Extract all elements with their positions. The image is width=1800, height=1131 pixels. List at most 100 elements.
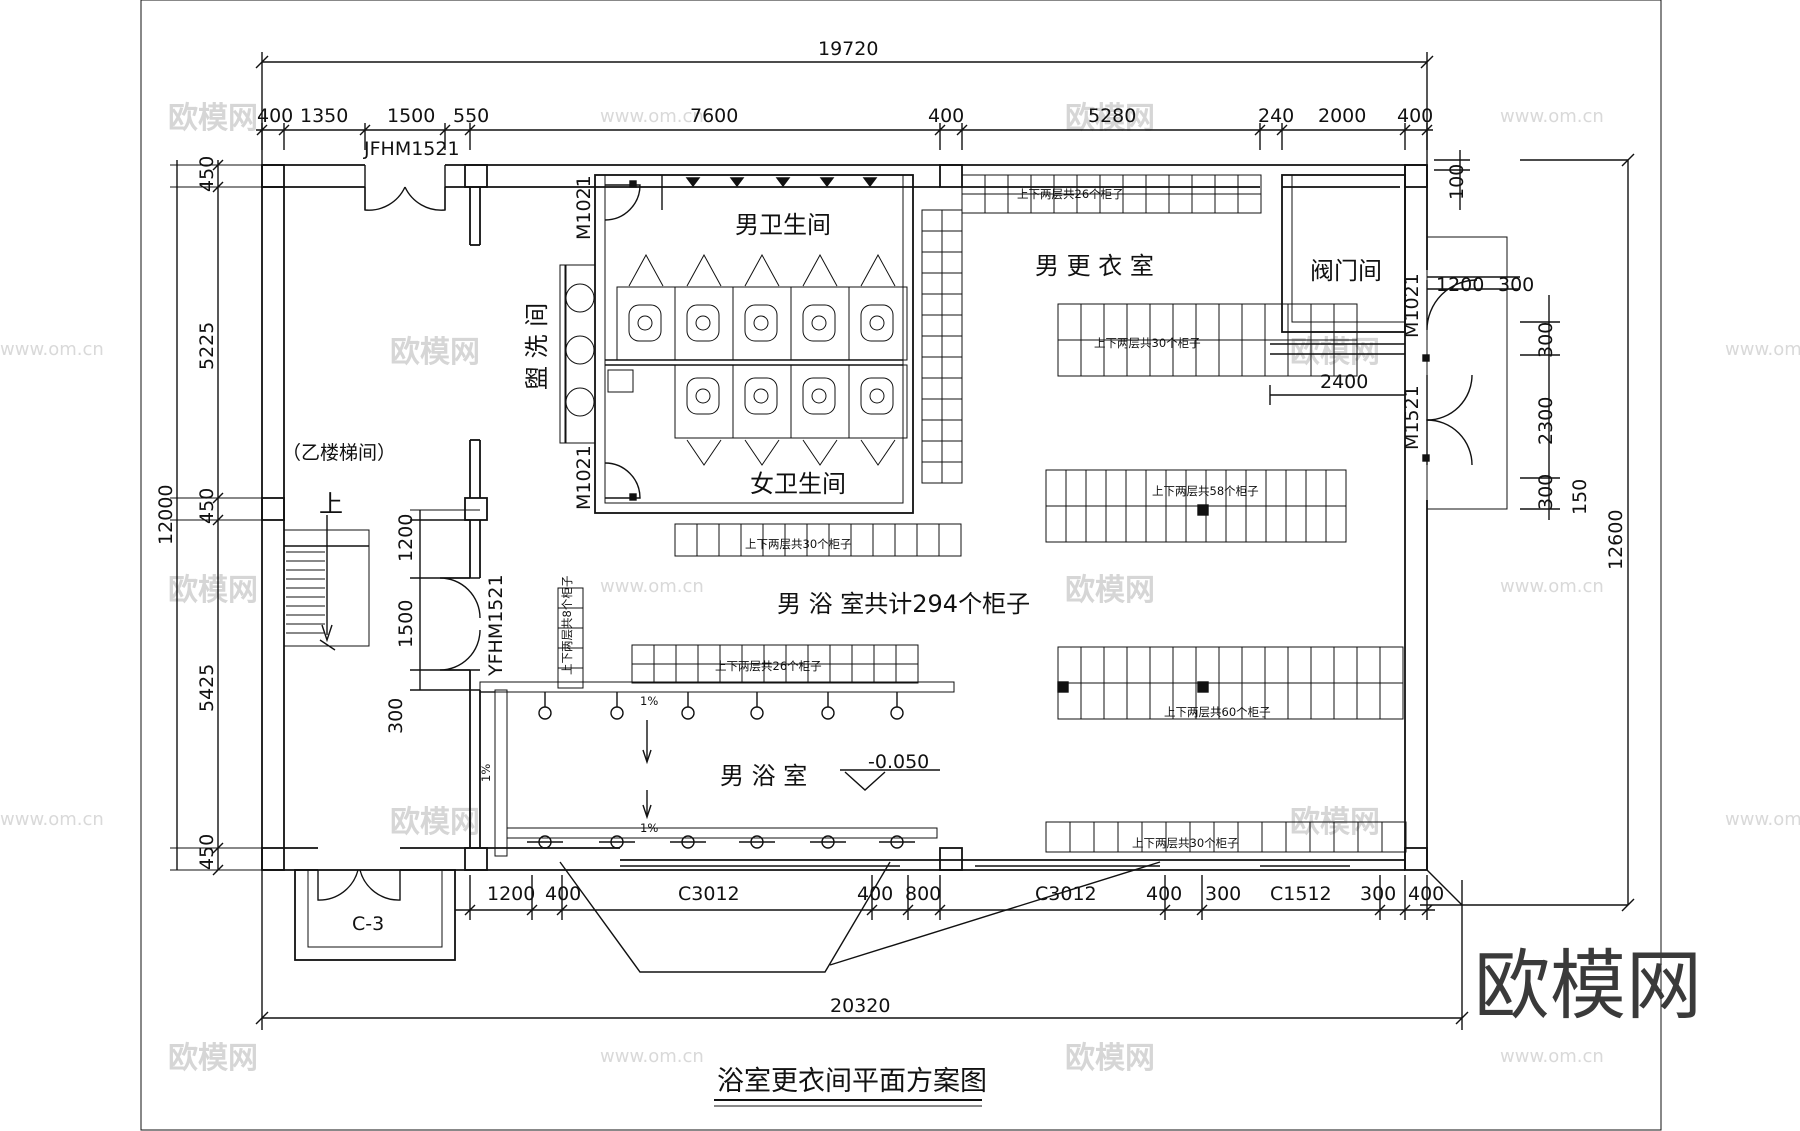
- toilet-icon: [802, 377, 836, 415]
- svg-text:400: 400: [545, 883, 581, 905]
- locker-cell: [1305, 469, 1327, 507]
- svg-text:上下两层共26个柜子: 上下两层共26个柜子: [715, 659, 822, 673]
- svg-text:1200: 1200: [395, 514, 417, 562]
- svg-text:1500: 1500: [395, 600, 417, 648]
- door-label-corridor: YFHM1521: [485, 574, 507, 677]
- stall-door: [686, 253, 722, 287]
- locker-cell: [1214, 193, 1239, 214]
- svg-text:5280: 5280: [1088, 105, 1136, 127]
- toilet-icon: [744, 304, 778, 342]
- svg-text:www.om.cn: www.om.cn: [600, 1046, 704, 1067]
- locker-cell: [1264, 646, 1289, 684]
- locker-marker: [1197, 681, 1209, 693]
- svg-text:www.om.cn: www.om.cn: [1725, 809, 1800, 830]
- locker-cell: [941, 440, 963, 463]
- locker-cell: [1045, 821, 1071, 853]
- locker-cell: [675, 663, 699, 684]
- toilet-block: M1021 M1021 盥 洗 间 男卫生间 女卫生间: [523, 174, 914, 514]
- svg-text:男 更 衣 室: 男 更 衣 室: [1035, 252, 1154, 280]
- locker-cell: [1241, 339, 1266, 377]
- locker-cell: [921, 419, 943, 442]
- door-label-top: JFHM1521: [363, 138, 460, 160]
- urinal-icon: [819, 177, 835, 188]
- locker-cell: [1325, 505, 1347, 543]
- locker-cell: [1085, 505, 1107, 543]
- svg-text:盥 洗 间: 盥 洗 间: [523, 303, 551, 390]
- toilet-bowl: [811, 388, 827, 404]
- svg-text:2000: 2000: [1318, 105, 1366, 127]
- urinal-icon: [775, 177, 791, 188]
- svg-text:400: 400: [857, 883, 893, 905]
- svg-text:上下两层共26个柜子: 上下两层共26个柜子: [1017, 187, 1124, 201]
- locker-cell: [941, 293, 963, 316]
- dimension-tick: [212, 492, 224, 504]
- dimension-tick: [934, 904, 946, 916]
- urinal-icon: [729, 177, 745, 188]
- locker-cell: [1333, 339, 1358, 377]
- svg-text:www.om.cn: www.om.cn: [600, 106, 704, 127]
- locker-cell: [829, 644, 853, 665]
- urinal-icon: [862, 177, 878, 188]
- svg-text:欧模网: 欧模网: [1065, 573, 1155, 608]
- svg-text:300: 300: [1498, 274, 1534, 296]
- stall-door: [860, 253, 896, 287]
- locker-cell: [941, 461, 963, 484]
- locker-cell: [1333, 646, 1358, 684]
- svg-text:1%: 1%: [479, 764, 493, 782]
- locker-cell: [938, 523, 962, 557]
- locker-cell: [1125, 469, 1147, 507]
- shower-head: [538, 706, 552, 720]
- svg-text:www.om.cn: www.om.cn: [1725, 339, 1800, 360]
- dimension-tick: [1159, 904, 1171, 916]
- locker-cell: [1149, 646, 1174, 684]
- svg-text:400: 400: [1408, 883, 1444, 905]
- locker-cell: [872, 523, 896, 557]
- valve-room: 阀门间 M1021 M1521 1200 300 2400: [1269, 174, 1534, 510]
- toilet-icon: [802, 304, 836, 342]
- toilet-bowl: [695, 315, 711, 331]
- svg-text:上下两层共58个柜子: 上下两层共58个柜子: [1152, 484, 1259, 498]
- dimension-tick: [1399, 904, 1411, 916]
- locker-cell: [1165, 505, 1187, 543]
- bottom-dimensions: 20320 1200 400 C3012 400 800 C3012 400 3…: [255, 870, 1469, 1030]
- dimension-tick: [1276, 124, 1288, 136]
- top-dimensions: 19720 400 1350 1500 550 7600 400 5280 24…: [255, 38, 1434, 165]
- locker-cell: [1149, 303, 1174, 341]
- locker-cell: [1105, 505, 1127, 543]
- locker-cell: [1045, 505, 1067, 543]
- toilet-bowl: [869, 315, 885, 331]
- stall-door: [860, 439, 896, 466]
- svg-text:5225: 5225: [196, 322, 218, 370]
- locker-cell: [873, 663, 897, 684]
- locker-cell: [1218, 303, 1243, 341]
- dimension-tick: [866, 904, 878, 916]
- locker-cell: [1145, 505, 1167, 543]
- svg-text:400: 400: [1397, 105, 1433, 127]
- toilet-stall: [790, 364, 850, 439]
- shower-head: [681, 706, 695, 720]
- locker-cell: [921, 314, 943, 337]
- locker-cell: [1172, 646, 1197, 684]
- stall-door: [686, 439, 722, 466]
- svg-text:450: 450: [196, 834, 218, 870]
- svg-text:上: 上: [319, 490, 343, 518]
- svg-text:（乙楼梯间）: （乙楼梯间）: [282, 442, 396, 464]
- locker-cell: [916, 523, 940, 557]
- locker-cell: [1168, 193, 1193, 214]
- locker-cell: [1122, 193, 1147, 214]
- dimension-tick: [256, 124, 268, 136]
- locker-cell: [1080, 303, 1105, 341]
- svg-text:上下两层共30个柜子: 上下两层共30个柜子: [1094, 336, 1201, 350]
- watermark-layer: 欧模网 欧模网 欧模网 欧模网 欧模网 欧模网 欧模网 欧模网 欧模网 欧模网 …: [0, 101, 1800, 1076]
- svg-text:C3012: C3012: [678, 883, 740, 905]
- toilet-stall: [674, 364, 734, 439]
- stall-door: [744, 253, 780, 287]
- locker-cell: [941, 335, 963, 358]
- locker-cell: [1310, 682, 1335, 720]
- stall-door: [802, 253, 838, 287]
- locker-cell: [873, 644, 897, 665]
- svg-text:400: 400: [928, 105, 964, 127]
- dimension-tick: [359, 124, 371, 136]
- locker-cell: [941, 377, 963, 400]
- toilet-bowl: [695, 388, 711, 404]
